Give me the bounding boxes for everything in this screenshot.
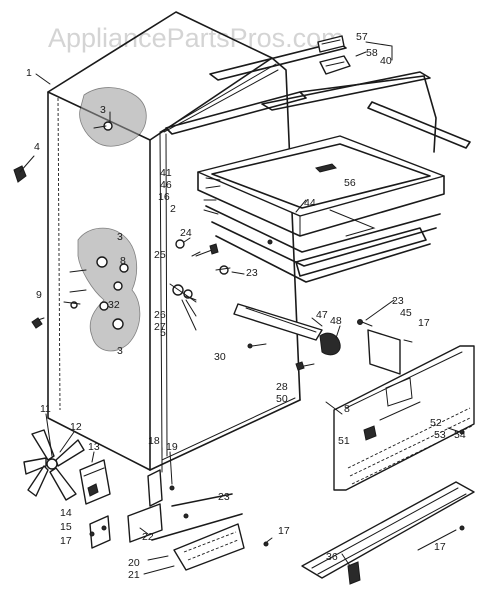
callout-14: 14 xyxy=(60,507,72,519)
callout-17-left: 17 xyxy=(60,535,72,547)
callout-2: 2 xyxy=(170,203,176,215)
callout-8: 8 xyxy=(120,255,126,267)
callout-22: 22 xyxy=(142,531,154,543)
callout-57: 57 xyxy=(356,31,368,43)
shelf-assembly xyxy=(197,135,445,283)
shelf-bracket-58 xyxy=(319,55,351,75)
shelf-channels xyxy=(165,41,471,153)
callout-54: 54 xyxy=(454,429,466,441)
callout-25: 25 xyxy=(154,249,166,261)
callout-1: 1 xyxy=(26,67,32,79)
callout-20: 20 xyxy=(128,557,140,569)
callout-24: 24 xyxy=(180,227,192,239)
watermark: AppliancePartsPros.com xyxy=(48,23,344,53)
callout-3-bottom: 3 xyxy=(117,345,123,357)
callout-21: 21 xyxy=(128,569,140,581)
callout-18: 18 xyxy=(148,435,160,447)
middle-hardware xyxy=(169,239,231,303)
callout-19: 19 xyxy=(166,441,178,453)
callout-45: 45 xyxy=(400,307,412,319)
callout-30: 30 xyxy=(214,351,226,363)
callout-44: 44 xyxy=(304,197,316,209)
cabinet-liner xyxy=(47,11,301,471)
callout-15: 15 xyxy=(60,521,72,533)
side-hardware xyxy=(13,121,129,330)
callout-17-grille: 17 xyxy=(278,525,290,537)
fan-blade xyxy=(23,429,85,501)
callout-23-right: 23 xyxy=(392,295,404,307)
callout-8-panel: 8 xyxy=(344,403,350,415)
callout-48: 48 xyxy=(330,315,342,327)
callout-58: 58 xyxy=(366,47,378,59)
callout-12: 12 xyxy=(70,421,82,433)
callout-4: 4 xyxy=(34,141,40,153)
callout-3-top: 3 xyxy=(100,104,106,116)
callout-13: 13 xyxy=(88,441,100,453)
callout-53: 53 xyxy=(434,429,446,441)
callout-32: 32 xyxy=(108,299,120,311)
fan-bracket xyxy=(127,469,269,571)
rear-panel xyxy=(333,345,475,491)
callout-23-mid: 23 xyxy=(246,267,258,279)
callout-41: 41 xyxy=(160,167,172,179)
callout-3-mid: 3 xyxy=(117,231,123,243)
thermostat-bracket xyxy=(357,319,413,375)
callout-26: 26 xyxy=(154,309,166,321)
callout-51: 51 xyxy=(338,435,350,447)
callout-17-trough: 17 xyxy=(434,541,446,553)
callout-56: 56 xyxy=(344,177,356,189)
leader-lines xyxy=(19,41,461,575)
callout-50: 50 xyxy=(276,393,288,405)
callout-27: 27 xyxy=(154,321,166,333)
fan-motor xyxy=(79,459,111,549)
callout-28: 28 xyxy=(276,381,288,393)
callout-36: 36 xyxy=(326,551,338,563)
callout-9: 9 xyxy=(36,289,42,301)
callout-5: 5 xyxy=(160,327,166,339)
evaporator-cover xyxy=(233,303,341,371)
callout-16: 16 xyxy=(158,191,170,203)
callout-46: 46 xyxy=(160,179,172,191)
callout-47: 47 xyxy=(316,309,328,321)
callout-52: 52 xyxy=(430,417,442,429)
callout-17-right: 17 xyxy=(418,317,430,329)
callout-23-lower: 23 xyxy=(218,491,230,503)
callout-40: 40 xyxy=(380,55,392,67)
drain-trough xyxy=(301,481,475,585)
callout-11: 11 xyxy=(40,403,51,415)
shelf-bracket-57 xyxy=(317,35,345,53)
callout-labels: 1 2 3 3 3 4 5 8 8 9 11 12 13 14 15 16 17… xyxy=(26,31,466,581)
